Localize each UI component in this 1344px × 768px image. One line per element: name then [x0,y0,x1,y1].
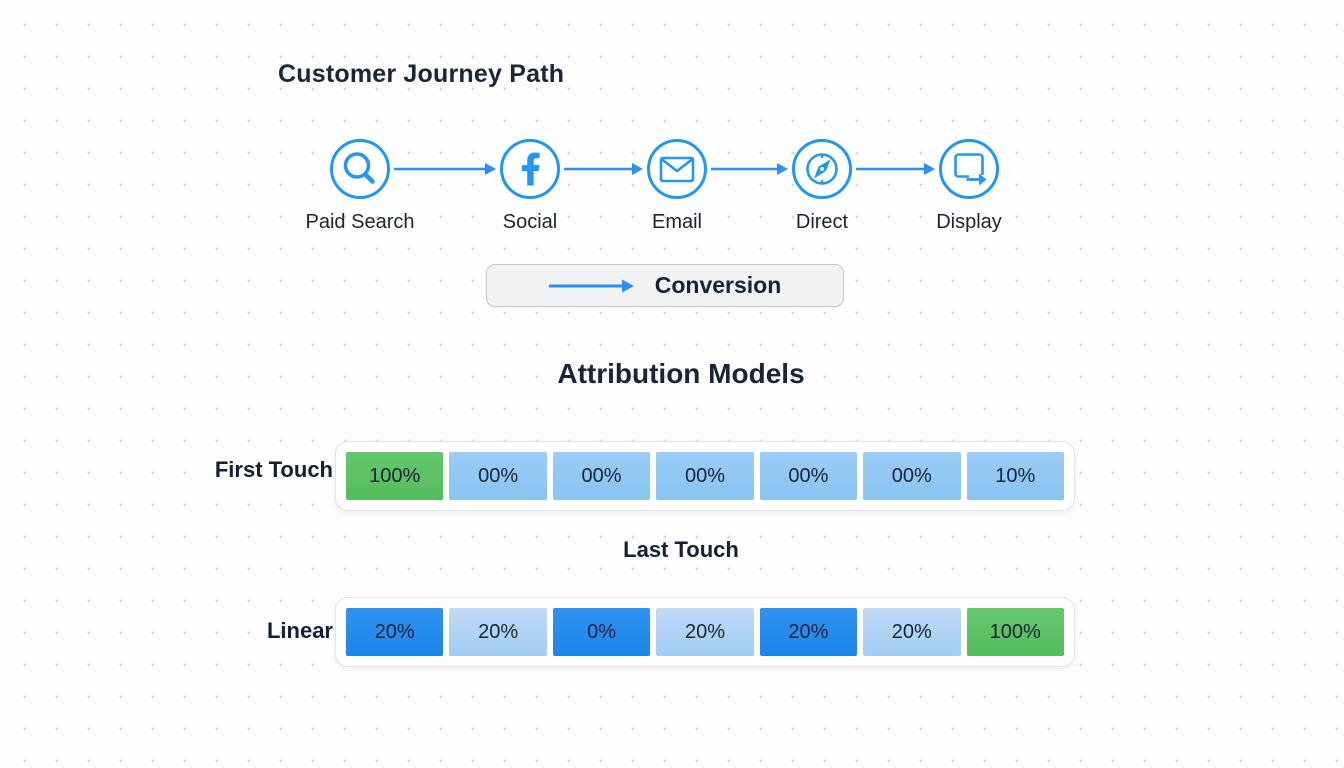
attribution-segment: 20% [656,608,754,656]
arrow-icon [564,163,643,175]
journey-title: Customer Journey Path [278,60,565,88]
row-label-first-touch: First Touch [214,457,333,482]
linear-bar: 20% 20% 0% 20% 20% 20% 100% [335,597,1075,667]
facebook-icon [500,139,560,199]
journey-step-direct: Direct [752,138,892,234]
arrow-icon [711,163,788,175]
attribution-segment: 20% [863,608,961,656]
attribution-segment: 00% [552,452,651,500]
attribution-segment: 00% [449,452,547,500]
envelope-icon [647,139,707,199]
step-label: Display [936,211,1002,233]
last-touch-label: Last Touch [623,537,739,562]
journey-step-display: Display [899,138,1039,234]
step-label: Social [502,211,558,233]
arrow-icon [856,163,935,175]
attribution-title: Attribution Models [557,358,805,389]
first-touch-bar: 100% 00% 00% 00% 00% 00% 10% [335,441,1075,511]
attribution-segment: 100% [966,608,1064,656]
conversion-legend: Conversion [486,264,844,307]
attribution-segment: 20% [346,608,444,656]
attribution-segment: 100% [346,452,444,500]
step-label: Paid Search [305,211,415,233]
arrow-icon [548,279,634,292]
attribution-segment: 00% [656,452,754,500]
attribution-segment: 20% [449,608,547,656]
display-icon [939,139,999,199]
journey-step-social: Social [460,138,600,234]
row-label-linear: Linear [266,618,333,643]
search-icon [330,139,390,199]
journey-step-email: Email [607,138,747,234]
attribution-segment: 20% [759,608,858,656]
attribution-segment: 0% [552,608,651,656]
attribution-segment: 00% [759,452,858,500]
journey-step-paid-search: Paid Search [290,138,430,234]
conversion-label: Conversion [654,272,782,298]
attribution-segment: 10% [966,452,1064,500]
attribution-segment: 00% [863,452,961,500]
compass-icon [792,139,852,199]
step-label: Email [651,211,702,233]
step-label: Direct [795,211,849,233]
arrow-icon [394,163,496,175]
